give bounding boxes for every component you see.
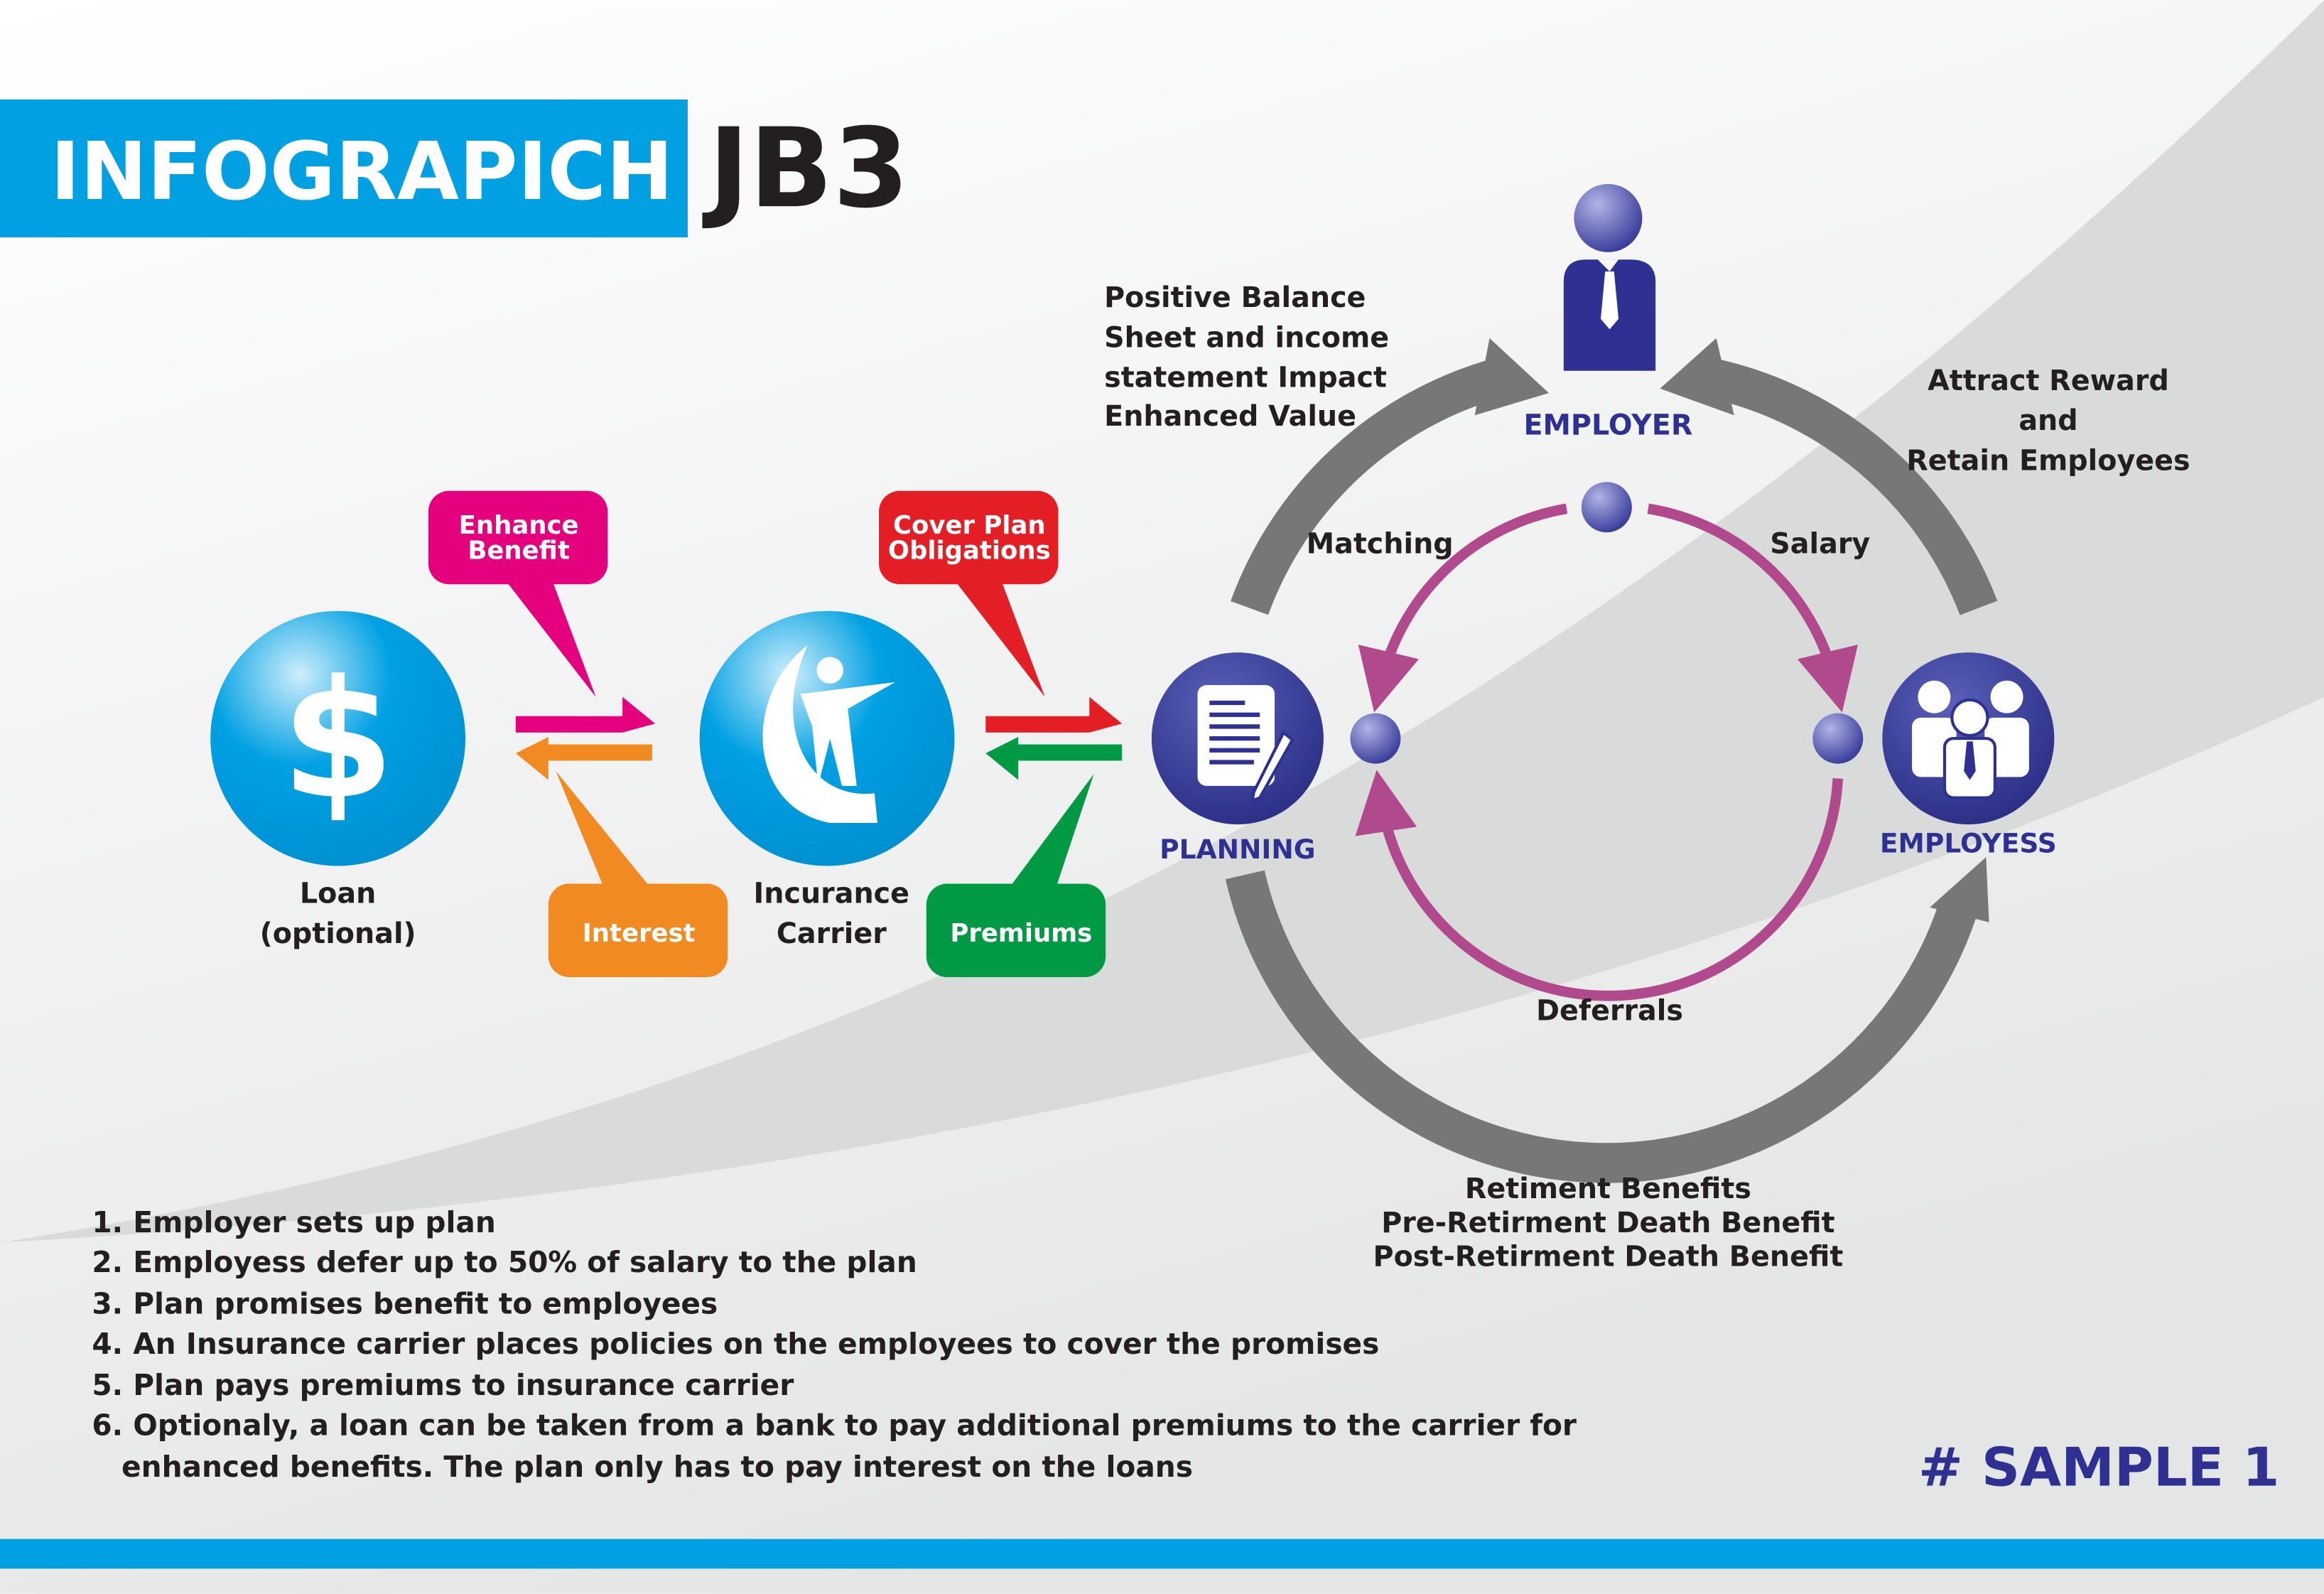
note-balance: Positive Balance Sheet and income statem… bbox=[1104, 281, 1389, 433]
svg-text:Post-Retirment Death Benefit: Post-Retirment Death Benefit bbox=[1373, 1241, 1844, 1273]
label-salary: Salary bbox=[1770, 527, 1870, 560]
employer-label: EMPLOYER bbox=[1523, 409, 1692, 441]
label-matching: Matching bbox=[1307, 527, 1454, 560]
svg-text:Premiums: Premiums bbox=[950, 919, 1092, 948]
svg-text:Benefit: Benefit bbox=[467, 537, 570, 566]
outer-cycle bbox=[1225, 358, 1998, 1183]
svg-text:Interest: Interest bbox=[583, 919, 696, 948]
dollar-icon: $ bbox=[281, 645, 395, 835]
note-attract: Attract Reward and Retain Employees bbox=[1906, 365, 2190, 478]
step-item: 6. Optionaly, a loan can be taken from a… bbox=[92, 1409, 1577, 1443]
svg-text:Retain Employees: Retain Employees bbox=[1906, 445, 2190, 478]
arrow-right-cover bbox=[985, 696, 1123, 733]
step-item: 4. An Insurance carrier places policies … bbox=[92, 1327, 1379, 1361]
step-item: 1. Employer sets up plan bbox=[92, 1205, 495, 1239]
arrow-left-premiums bbox=[985, 737, 1123, 780]
svg-text:Pre-Retirment Death Benefit: Pre-Retirment Death Benefit bbox=[1381, 1207, 1834, 1239]
svg-text:Obligations: Obligations bbox=[888, 537, 1051, 566]
group-icon bbox=[1912, 680, 2029, 799]
svg-text:Attract Reward: Attract Reward bbox=[1928, 365, 2169, 397]
footer-bar bbox=[0, 1539, 2324, 1569]
note-benefits: Retiment Benefits Pre-Retirment Death Be… bbox=[1373, 1173, 1844, 1273]
title-badge: INFOGRAPICH bbox=[50, 124, 674, 218]
loan-label-line1: Loan bbox=[300, 878, 376, 910]
person-sail-icon bbox=[762, 645, 896, 824]
step-item: 3. Plan promises benefit to employees bbox=[92, 1287, 718, 1321]
document-pen-icon bbox=[1197, 684, 1295, 804]
carrier-label-line2: Carrier bbox=[777, 917, 887, 950]
background-swoosh bbox=[0, 0, 2324, 1243]
svg-text:Enhanced Value: Enhanced Value bbox=[1104, 400, 1356, 433]
step-item: enhanced benefits. The plan only has to … bbox=[121, 1450, 1193, 1484]
cycle-dot-top bbox=[1581, 482, 1632, 533]
arrow-right-enhance bbox=[515, 696, 656, 733]
businessman-icon bbox=[1563, 183, 1656, 371]
employees-label: EMPLOYESS bbox=[1880, 828, 2057, 859]
title-code: JB3 bbox=[702, 105, 909, 232]
sample-label: # SAMPLE 1 bbox=[1918, 1436, 2279, 1498]
svg-text:Retiment Benefits: Retiment Benefits bbox=[1465, 1173, 1751, 1205]
arrowhead-employer-right bbox=[1660, 338, 1734, 416]
inner-cycle bbox=[1355, 503, 1858, 1001]
svg-text:Positive Balance: Positive Balance bbox=[1104, 281, 1366, 314]
step-item: 5. Plan pays premiums to insurance carri… bbox=[92, 1368, 794, 1402]
svg-text:Sheet and income: Sheet and income bbox=[1104, 321, 1389, 354]
svg-text:Cover Plan: Cover Plan bbox=[893, 511, 1046, 540]
planning-label: PLANNING bbox=[1160, 834, 1315, 865]
svg-text:and: and bbox=[2018, 404, 2077, 437]
title-banner bbox=[0, 99, 688, 237]
cycle-dot-left bbox=[1350, 713, 1401, 764]
svg-text:statement Impact: statement Impact bbox=[1104, 362, 1387, 394]
callout-interest: Interest bbox=[548, 770, 728, 977]
arrowhead-employees bbox=[1930, 856, 1989, 922]
cycle-dot-right bbox=[1812, 713, 1864, 764]
arrowhead-employer-left bbox=[1474, 338, 1549, 416]
loan-node bbox=[210, 610, 466, 866]
callout-premiums: Premiums bbox=[926, 774, 1106, 977]
arrow-left-interest bbox=[515, 737, 652, 780]
steps-list: 1. Employer sets up plan 2. Employess de… bbox=[92, 1205, 1577, 1484]
label-deferrals: Deferrals bbox=[1536, 994, 1683, 1027]
carrier-label-line1: Incurance bbox=[754, 878, 910, 910]
svg-text:Enhance: Enhance bbox=[459, 511, 579, 540]
step-item: 2. Employess defer up to 50% of salary t… bbox=[92, 1245, 917, 1279]
loan-label-line2: (optional) bbox=[260, 917, 416, 950]
